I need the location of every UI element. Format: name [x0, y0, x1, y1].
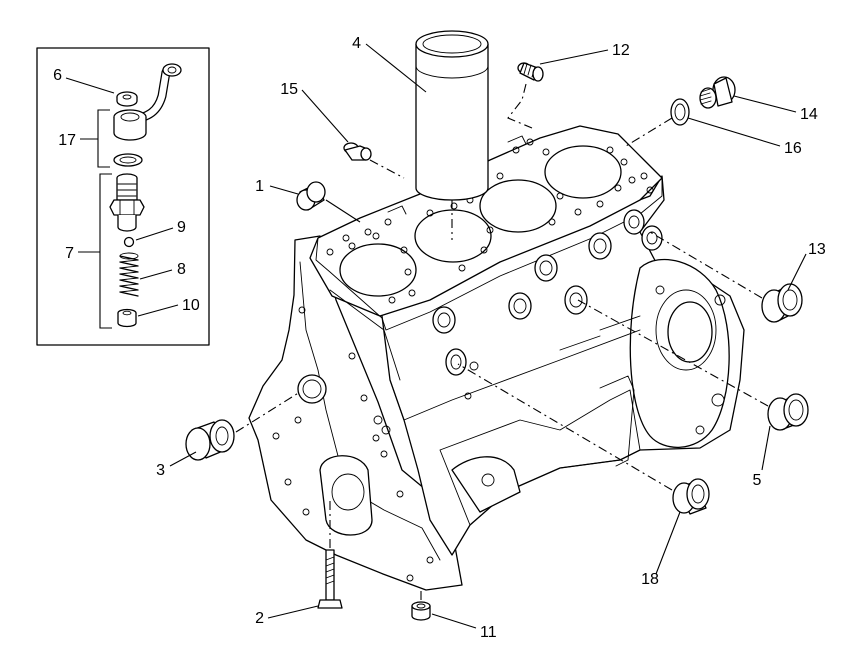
leader-4: [365, 43, 427, 93]
part-1-cup-plug: [296, 181, 361, 223]
part-11-nut: [411, 588, 431, 621]
crankcase-boss: [451, 456, 521, 513]
callout-11: 11: [480, 624, 497, 641]
callout-15: 15: [280, 81, 298, 98]
callout-2: 2: [255, 610, 264, 627]
part-17-washer: [113, 153, 143, 167]
callout-9: 9: [177, 219, 186, 236]
callout-4: 4: [352, 35, 361, 52]
leader-14: [733, 95, 797, 113]
callout-8: 8: [177, 261, 186, 278]
callout-1: 1: [255, 178, 264, 195]
part-5-bushing: [577, 299, 809, 431]
bore-2: [414, 209, 492, 263]
callout-17: 17: [58, 132, 76, 149]
part-12-plug: [507, 62, 544, 129]
part-17-banjo: [113, 109, 147, 141]
detail-inset: [36, 47, 210, 346]
callout-6: 6: [53, 67, 62, 84]
rear-plate: [248, 235, 463, 591]
callout-18: 18: [641, 571, 659, 588]
rear-plate-opening: [319, 455, 373, 536]
leader-11: [431, 613, 477, 629]
bracket-7: [99, 173, 112, 329]
leader-1: [269, 185, 299, 195]
part-18-bushing: [457, 363, 710, 515]
part-8-spring: [119, 252, 139, 297]
part-6-ring: [116, 91, 138, 107]
leader-3: [169, 451, 197, 467]
leader-10: [137, 304, 179, 317]
leader-6: [65, 77, 115, 94]
leader-18: [655, 511, 681, 575]
leader-16: [687, 117, 781, 147]
callout-12: 12: [612, 42, 630, 59]
callout-10: 10: [182, 297, 200, 314]
leader-13: [787, 253, 807, 291]
part-4-liner: [415, 30, 489, 240]
deck-holes: [326, 138, 654, 304]
part-2-bolt: [317, 500, 343, 609]
bracket-17: [97, 109, 110, 168]
callout-7: 7: [65, 245, 74, 262]
part-16-washer: [625, 98, 690, 147]
cylinder-block: [248, 125, 745, 591]
side-bosses: [432, 209, 663, 400]
leader-8: [139, 269, 173, 280]
part-3-bushing: [185, 391, 301, 461]
part-15-plug: [343, 142, 405, 179]
callout-numbers: 1 2 3 4 5 6 7 8 9 10 11 12 13 14 15 16 1…: [53, 35, 826, 641]
rear-plate-holes: [272, 306, 434, 582]
bore-4: [544, 145, 622, 199]
rear-bore: [297, 374, 327, 404]
leader-5: [761, 425, 771, 471]
bore-3: [479, 179, 557, 233]
leader-2: [267, 605, 319, 619]
callout-5: 5: [753, 472, 762, 489]
leader-9: [135, 227, 174, 241]
leader-12: [539, 49, 609, 65]
part-14-plug: [699, 76, 736, 109]
callout-leaders: [169, 43, 807, 629]
callout-16: 16: [784, 140, 802, 157]
bore-1: [339, 243, 417, 297]
part-9-ball: [123, 236, 135, 248]
inset-frame: [36, 47, 210, 346]
part-10-plug: [117, 308, 137, 328]
callout-3: 3: [156, 462, 165, 479]
callout-13: 13: [808, 241, 826, 258]
part-7-valve-body: [109, 173, 145, 232]
callout-14: 14: [800, 106, 818, 123]
leader-15: [301, 89, 349, 143]
part-13-bushing: [649, 231, 803, 323]
